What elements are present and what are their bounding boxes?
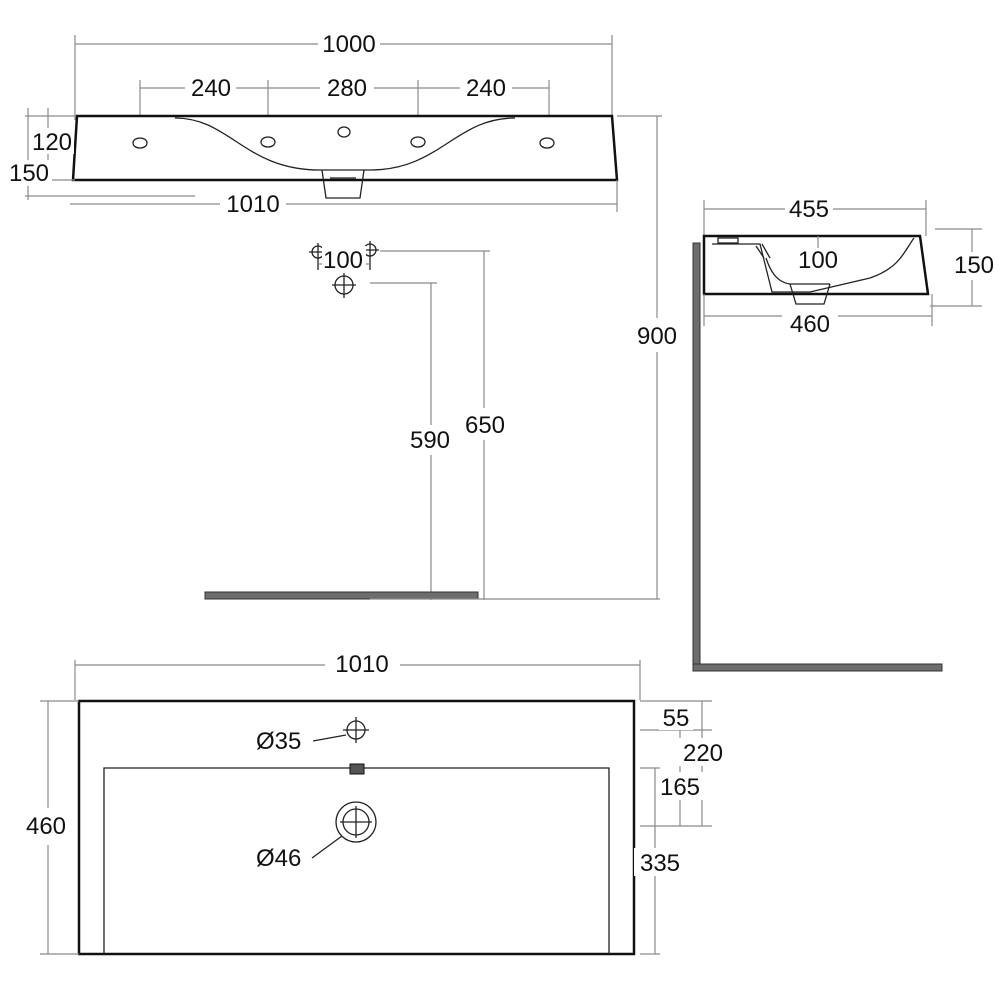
wall-line	[692, 242, 701, 671]
dim-plan-width: 1010	[335, 651, 388, 678]
dim-waste-offset: 220	[683, 740, 723, 767]
dim-overall-height: 900	[637, 323, 677, 350]
label-tap-hole-diameter: Ø35	[256, 728, 301, 755]
dim-bowl-to-waste: 165	[660, 774, 700, 801]
basin-side-outline	[702, 234, 930, 296]
plan-view: 1010 Ø35 Ø46 460 55	[26, 651, 728, 956]
dim-height-inner: 120	[32, 129, 72, 156]
dim-drain-offset: 100	[798, 247, 838, 274]
dim-hole-spacing-right: 240	[466, 75, 506, 102]
side-bowl-curve	[712, 237, 915, 293]
wall-view: 100 650 590 900	[204, 115, 677, 600]
dim-overall-width: 1000	[322, 31, 375, 58]
waste-plan-outer	[335, 801, 377, 843]
dim-hole-spacing-middle: 280	[327, 75, 367, 102]
overflow-slot	[349, 763, 365, 775]
dim-plan-depth: 460	[26, 813, 66, 840]
dim-side-base-depth: 460	[790, 311, 830, 338]
floor-line	[204, 591, 479, 600]
tap-hole-right	[410, 136, 426, 148]
dim-waste-to-front: 335	[640, 850, 680, 877]
tap-hole-centre	[337, 126, 351, 138]
dim-side-depth: 455	[789, 196, 829, 223]
waste-outlet	[321, 169, 365, 199]
dim-tap-spacing: 100	[323, 247, 363, 274]
dim-side-height: 150	[954, 252, 994, 279]
dim-tap-hole-offset: 55	[663, 705, 690, 732]
dim-tap-height: 650	[465, 412, 505, 439]
tap-hole-far-left	[132, 137, 148, 149]
dim-height-outer: 150	[9, 160, 49, 187]
dim-base-width: 1010	[226, 191, 279, 218]
side-view: 455 100 150 460	[692, 196, 994, 672]
bowl-curve	[174, 117, 516, 171]
tap-hole-far-right	[539, 137, 555, 149]
tap-hole-left	[260, 136, 276, 148]
side-floor-line	[692, 663, 943, 672]
dim-waste-height: 590	[410, 427, 450, 454]
label-waste-diameter: Ø46	[256, 845, 301, 872]
side-waste-outlet	[789, 283, 831, 305]
front-view: 1000 240 280 240 120 150	[8, 31, 619, 218]
dim-hole-spacing-left: 240	[191, 75, 231, 102]
